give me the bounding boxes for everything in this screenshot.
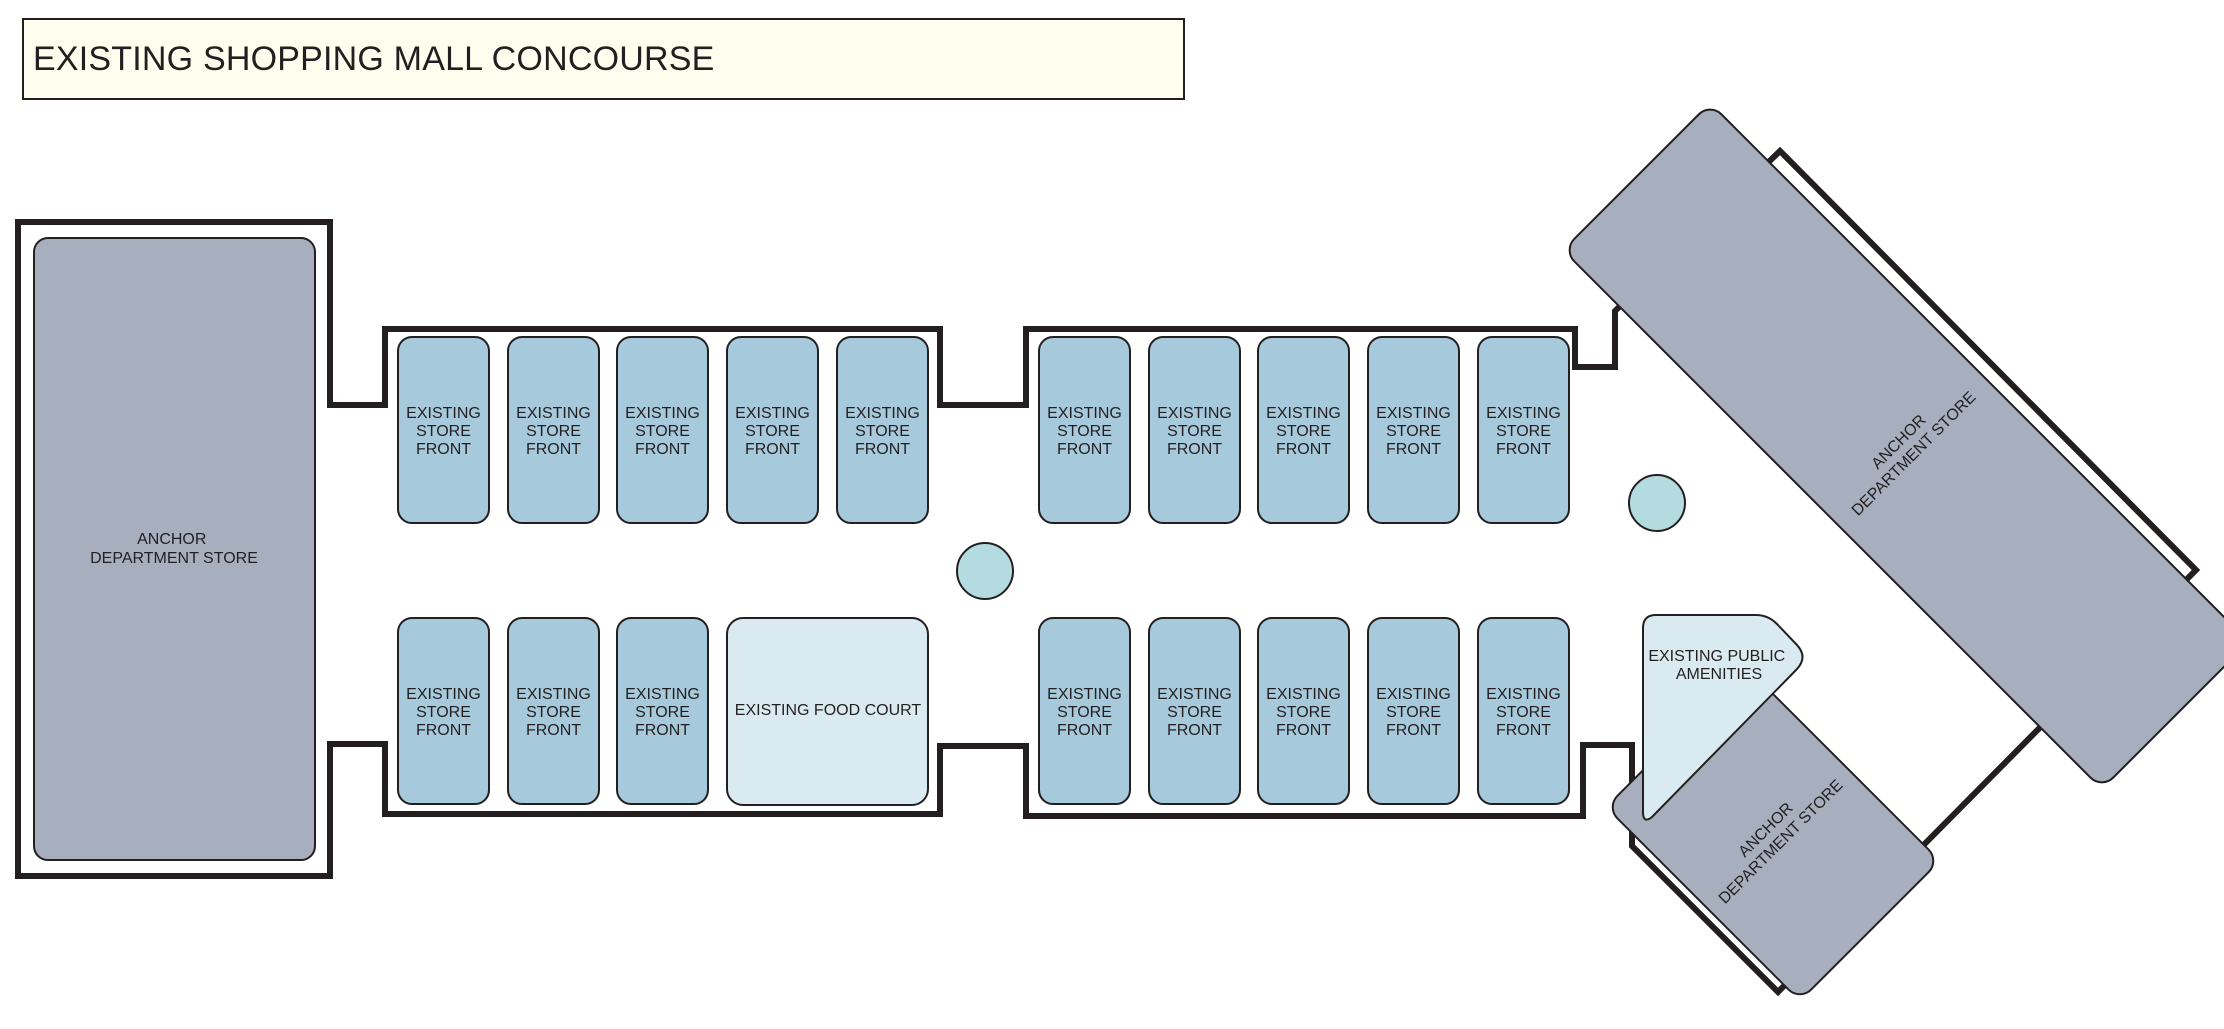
store-front-17[interactable] [1367,617,1460,805]
food-court-label: EXISTING FOOD COURT [735,702,922,719]
amenities-label-2: AMENITIES [1676,666,1762,683]
store-front-18[interactable] [1477,617,1570,805]
anchor-store-northeast[interactable] [1563,103,2224,789]
store-front-14[interactable] [1038,617,1131,805]
title-box: EXISTING SHOPPING MALL CONCOURSE [22,18,1185,100]
kiosk-east[interactable] [1628,474,1686,532]
page-title: EXISTING SHOPPING MALL CONCOURSE [33,39,715,78]
store-front-5[interactable] [836,336,929,524]
store-front-10[interactable] [1477,336,1570,524]
anchor-west-label-1: ANCHOR [137,531,206,548]
food-court[interactable] [726,617,929,806]
store-front-13[interactable] [616,617,709,805]
store-front-11[interactable] [397,617,490,805]
store-front-15[interactable] [1148,617,1241,805]
store-front-2[interactable] [507,336,600,524]
store-front-12[interactable] [507,617,600,805]
anchor-west-label-2: DEPARTMENT STORE [90,550,258,567]
store-front-3[interactable] [616,336,709,524]
store-front-9[interactable] [1367,336,1460,524]
store-front-7[interactable] [1148,336,1241,524]
public-amenities[interactable] [1642,614,1804,821]
store-front-6[interactable] [1038,336,1131,524]
store-front-1[interactable] [397,336,490,524]
amenities-label-1: EXISTING PUBLIC [1648,648,1785,665]
store-front-4[interactable] [726,336,819,524]
kiosk-central[interactable] [956,542,1014,600]
store-front-8[interactable] [1257,336,1350,524]
concourse-outer-wall [15,146,2201,997]
store-front-16[interactable] [1257,617,1350,805]
anchor-store-west[interactable] [33,237,316,861]
svg-text:EXISTING FOOD COURT: EXISTING FOOD COURT [735,702,922,719]
svg-text:EXISTING PUBLIC AMENITIES: EXISTING PUBLIC AMENITIES [1648,648,1789,683]
svg-text:ANCHOR DEPARTMENT STORE: ANCHOR DEPARTMENT STORE [90,531,258,567]
